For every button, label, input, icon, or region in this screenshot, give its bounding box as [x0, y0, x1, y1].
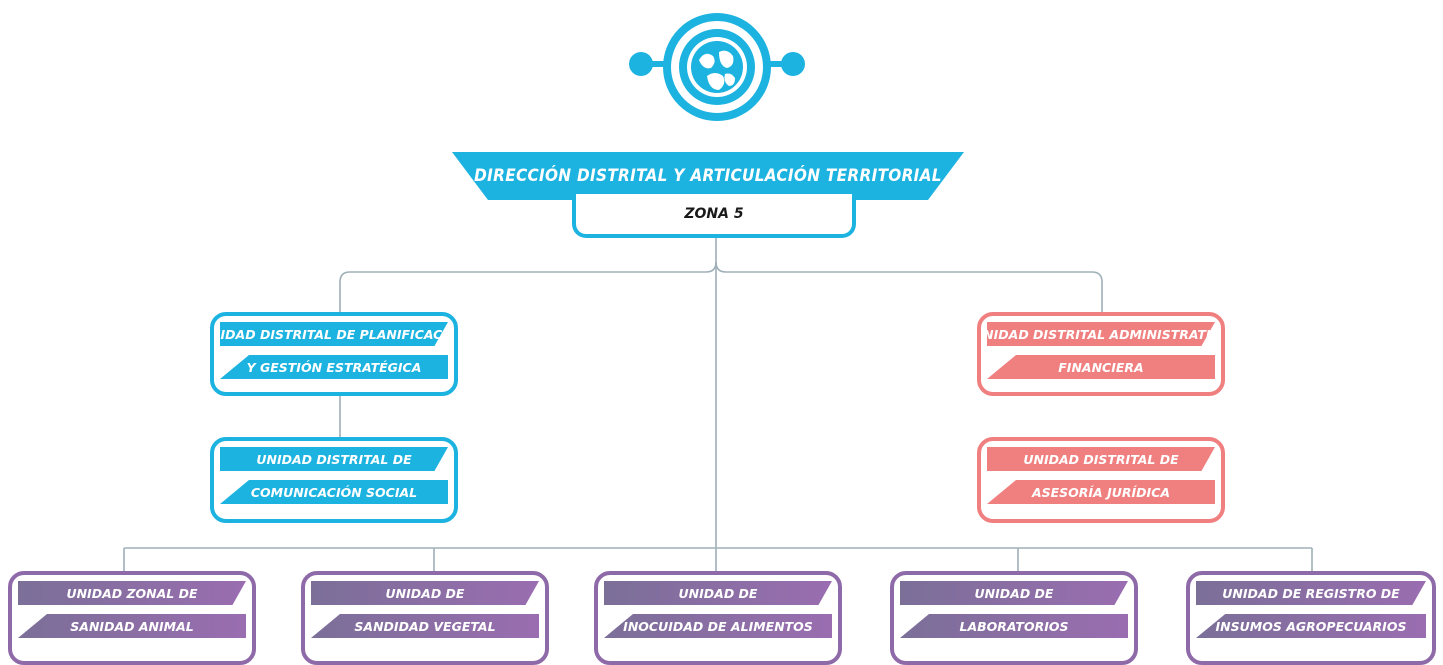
unit-comunicacion-social: UNIDAD DISTRITAL DE COMUNICACIÓN SOCIAL [210, 437, 458, 523]
unit-planificacion: UNIDAD DISTRITAL DE PLANIFICACIÓN Y GEST… [210, 312, 458, 396]
unit-band-top: UNIDAD DE [311, 581, 539, 605]
unit-label-line2: SANDIDAD VEGETAL [354, 618, 496, 634]
unit-band-bottom: Y GESTIÓN ESTRATÉGICA [220, 355, 448, 379]
unit-label-line1: UNIDAD DE [385, 585, 465, 601]
unit-label-line2: LABORATORIOS [959, 618, 1069, 634]
unit-band-top: UNIDAD DE [604, 581, 832, 605]
unit-label-line1: UNIDAD DISTRITAL DE [256, 451, 412, 467]
unit-laboratorios: UNIDAD DE LABORATORIOS [890, 571, 1138, 665]
unit-band-bottom: LABORATORIOS [900, 614, 1128, 638]
unit-label-line1: UNIDAD DISTRITAL DE PLANIFICACIÓN [210, 326, 458, 342]
unit-label-line2: FINANCIERA [1058, 359, 1144, 375]
unit-band-top: UNIDAD DE REGISTRO DE [1196, 581, 1426, 605]
unit-label-line2: INOCUIDAD DE ALIMENTOS [623, 618, 813, 634]
unit-band-bottom: INOCUIDAD DE ALIMENTOS [604, 614, 832, 638]
unit-band-bottom: ASESORÍA JURÍDICA [987, 480, 1215, 504]
unit-band-top: UNIDAD DE [900, 581, 1128, 605]
unit-band-top: UNIDAD DISTRITAL ADMINISTRATIVA [977, 322, 1225, 346]
unit-band-bottom: SANDIDAD VEGETAL [311, 614, 539, 638]
unit-band-bottom: SANIDAD ANIMAL [18, 614, 246, 638]
unit-inocuidad-alimentos: UNIDAD DE INOCUIDAD DE ALIMENTOS [594, 571, 842, 665]
unit-label-line1: UNIDAD ZONAL DE [66, 585, 198, 601]
unit-label-line1: UNIDAD DISTRITAL ADMINISTRATIVA [977, 326, 1225, 342]
page-title: DIRECCIÓN DISTRITAL Y ARTICULACIÓN TERRI… [474, 166, 942, 186]
unit-label-line2: SANIDAD ANIMAL [70, 618, 194, 634]
unit-label-line2: INSUMOS AGROPECUARIOS [1215, 618, 1407, 634]
unit-label-line2: Y GESTIÓN ESTRATÉGICA [246, 359, 422, 375]
zone-label: ZONA 5 [572, 194, 856, 238]
unit-asesoria-juridica: UNIDAD DISTRITAL DE ASESORÍA JURÍDICA [977, 437, 1225, 523]
unit-band-top: UNIDAD DISTRITAL DE [220, 447, 448, 471]
unit-label-line2: COMUNICACIÓN SOCIAL [250, 484, 418, 500]
unit-label-line1: UNIDAD DE REGISTRO DE [1222, 585, 1400, 601]
unit-label-line2: ASESORÍA JURÍDICA [1031, 484, 1171, 500]
unit-label-line1: UNIDAD DE [974, 585, 1054, 601]
unit-band-top: UNIDAD DISTRITAL DE PLANIFICACIÓN [210, 322, 458, 346]
agrocalidad-logo-icon [627, 12, 807, 122]
unit-band-top: UNIDAD DISTRITAL DE [987, 447, 1215, 471]
unit-label-line1: UNIDAD DISTRITAL DE [1023, 451, 1179, 467]
unit-sanidad-animal: UNIDAD ZONAL DE SANIDAD ANIMAL [8, 571, 256, 665]
unit-administrativa-financiera: UNIDAD DISTRITAL ADMINISTRATIVA FINANCIE… [977, 312, 1225, 396]
unit-registro-insumos: UNIDAD DE REGISTRO DE INSUMOS AGROPECUAR… [1186, 571, 1436, 665]
unit-band-bottom: COMUNICACIÓN SOCIAL [220, 480, 448, 504]
unit-band-bottom: INSUMOS AGROPECUARIOS [1196, 614, 1426, 638]
unit-label-line1: UNIDAD DE [678, 585, 758, 601]
unit-band-top: UNIDAD ZONAL DE [18, 581, 246, 605]
unit-band-bottom: FINANCIERA [987, 355, 1215, 379]
title-banner: DIRECCIÓN DISTRITAL Y ARTICULACIÓN TERRI… [452, 152, 964, 200]
unit-sanidad-vegetal: UNIDAD DE SANDIDAD VEGETAL [301, 571, 549, 665]
